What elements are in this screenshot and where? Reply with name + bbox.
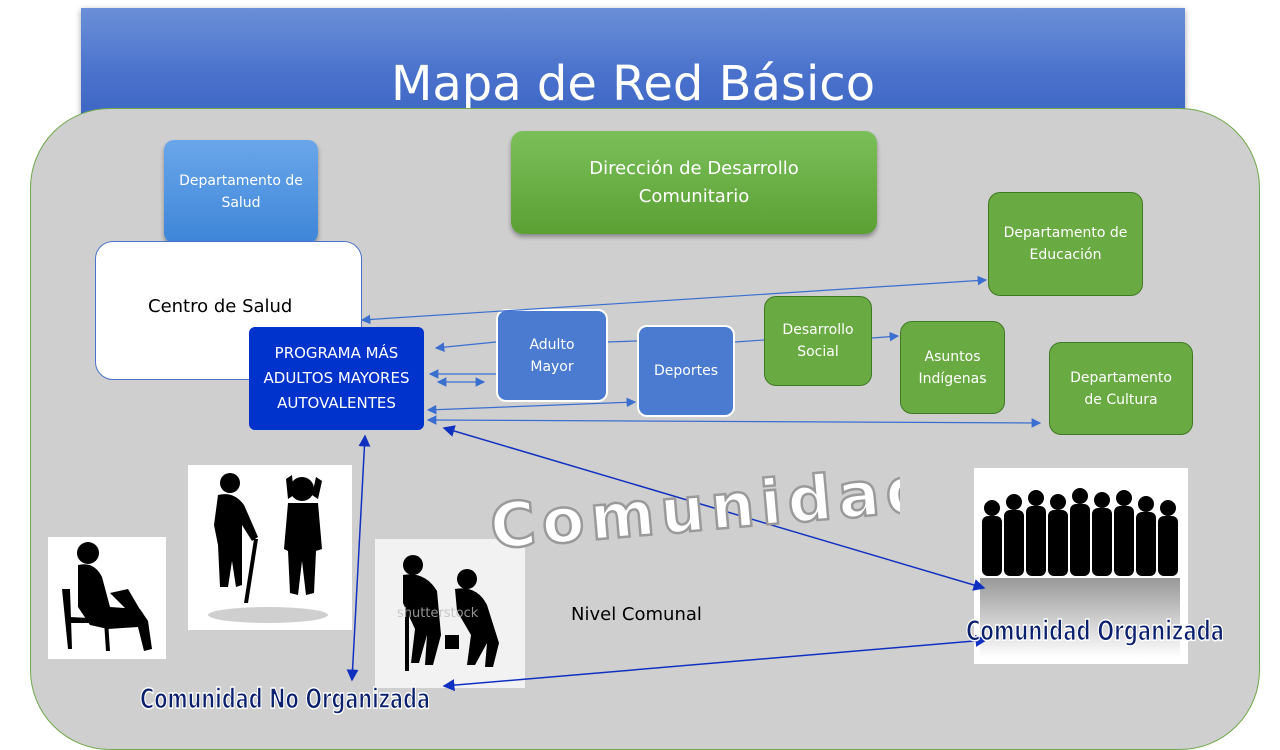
connector-arrows [346,275,1042,692]
node-direccion-desarrollo[interactable]: Dirección de Desarrollo Comunitario [511,131,877,234]
comunidad-no-organizada-wordart: Comunidad No Organizada [139,681,431,716]
node-label: Adulto Mayor [529,336,575,375]
node-label: Dirección de Desarrollo Comunitario [589,157,799,207]
silhouette-crowd-image [974,468,1188,664]
node-label: Departamento de Cultura [1070,369,1172,408]
node-label: Deportes [654,363,718,379]
node-label: PROGRAMA MÁS ADULTOS MAYORES AUTOVALENTE… [263,344,410,412]
watermark-text: shutterstock [397,606,479,621]
comunidad-wordart: Comunidad [486,470,900,560]
node-label: Departamento de Salud [179,172,303,211]
comunidad-organizada-label: Comunidad Organizada [966,614,1224,647]
comunidad-label: Comunidad [487,470,900,560]
header-banner: Mapa de Red Básico [81,8,1185,118]
node-label: Asuntos Indígenas [918,348,987,387]
comunidad-no-organizada-label: Comunidad No Organizada [140,682,430,715]
node-adulto-mayor[interactable]: Adulto Mayor [496,309,608,402]
comunidad-organizada-wordart: Comunidad Organizada [965,613,1225,648]
node-departamento-cultura[interactable]: Departamento de Cultura [1049,342,1193,435]
node-label: Departamento de Educación [1003,225,1128,263]
silhouette-elders-standing-image [188,465,352,630]
node-departamento-educacion[interactable]: Departamento de Educación [988,192,1143,296]
node-departamento-salud[interactable]: Departamento de Salud [164,140,318,243]
node-programa[interactable]: PROGRAMA MÁS ADULTOS MAYORES AUTOVALENTE… [249,327,424,430]
node-asuntos-indigenas[interactable]: Asuntos Indígenas [900,321,1005,414]
nivel-comunal-label: Nivel Comunal [571,604,702,625]
page-title: Mapa de Red Básico [390,56,876,112]
node-label: Desarrollo Social [782,322,854,360]
silhouette-seated-elder-image [48,537,166,659]
centro-salud-label: Centro de Salud [148,296,293,317]
